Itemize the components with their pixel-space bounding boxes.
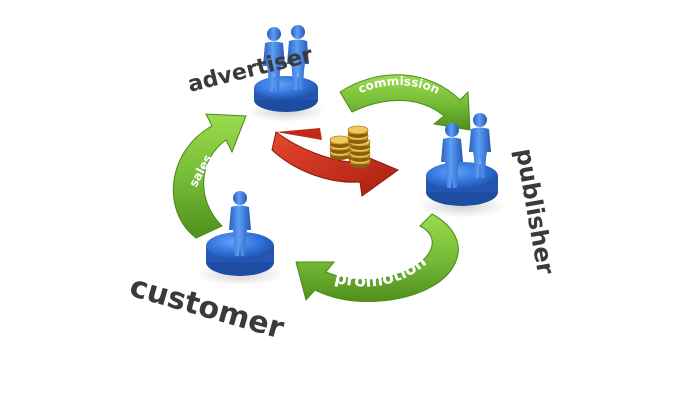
- publisher-node: [418, 113, 506, 218]
- promotion-arrow: promotion: [295, 213, 459, 303]
- advertiser-node: [246, 25, 326, 122]
- publisher-label: publisher: [510, 146, 560, 276]
- payment-arrow: [271, 128, 400, 197]
- customer-node: [196, 191, 284, 286]
- commission-arrow: commission: [339, 74, 471, 131]
